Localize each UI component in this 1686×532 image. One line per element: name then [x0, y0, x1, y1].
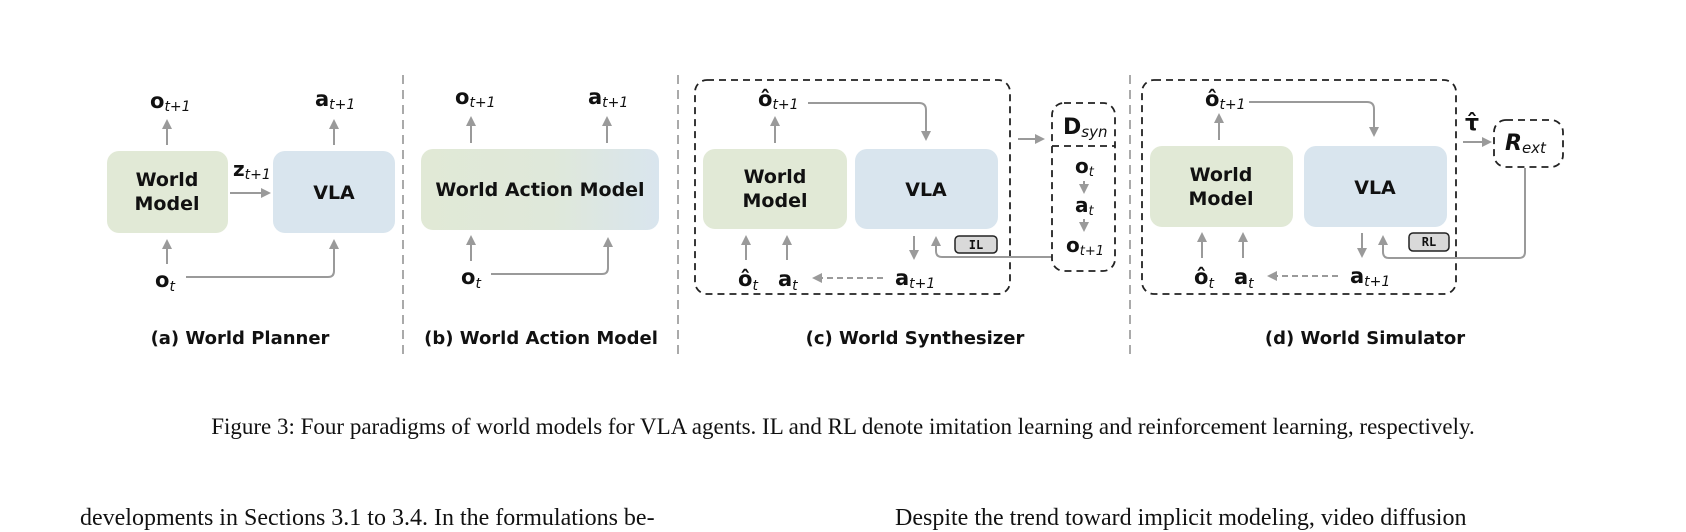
next-observation-label: ot+1	[455, 85, 496, 111]
trajectory-label: τ̂	[1465, 111, 1479, 136]
arrow-to-vla	[1249, 101, 1379, 137]
world-model-label-line2: Model	[135, 193, 200, 215]
badge-label: RL	[1422, 235, 1436, 249]
panel-caption: (a) World Planner	[151, 328, 330, 349]
panel-world-action-model: World Action Model ot+1 at+1 ot (b) Worl…	[421, 85, 659, 349]
predicted-observation-label: ôt	[738, 267, 758, 294]
current-observation-label: ot	[461, 265, 481, 292]
dataset-item: ot+1	[1066, 233, 1104, 259]
world-model-box	[1150, 146, 1293, 227]
panel-caption: (d) World Simulator	[1265, 328, 1465, 349]
body-text-left-column: developments in Sections 3.1 to 3.4. In …	[80, 505, 655, 531]
next-action-label: at+1	[1350, 264, 1390, 290]
vla-label: VLA	[313, 182, 355, 204]
arrow-to-vla	[808, 102, 931, 141]
world-action-model-box	[421, 149, 659, 230]
arrow-reward-feedback	[1378, 168, 1526, 259]
dataset-label: Dsyn	[1063, 115, 1107, 141]
action-label: at	[1234, 265, 1254, 292]
arrow-from-dataset	[931, 236, 1052, 258]
external-reward-label: Rext	[1505, 131, 1547, 157]
vla-label: VLA	[905, 179, 947, 201]
next-observation-label: ot+1	[150, 89, 191, 115]
world-model-label-line1: World	[136, 169, 199, 191]
predicted-next-observation-label: ôt+1	[758, 87, 799, 113]
imitation-learning-badge	[954, 235, 998, 254]
panel-caption: (b) World Action Model	[424, 328, 658, 349]
rollout-frame	[694, 79, 1011, 295]
panel-world-simulator: World Model VLA ôt+1 ôt at at+1 RL τ̂ Re…	[1141, 79, 1564, 349]
vla-label: VLA	[1354, 177, 1396, 199]
world-model-label-line1: World	[1190, 164, 1253, 186]
dataset-item: ot	[1075, 154, 1095, 180]
panel-world-planner: World Model VLA ot+1 at+1 zt+1 ot (a) Wo…	[107, 87, 395, 349]
world-model-label-line2: Model	[1189, 188, 1254, 210]
world-model-label-line2: Model	[743, 190, 808, 212]
rollout-frame	[1141, 79, 1457, 295]
arrow-skip	[491, 237, 613, 275]
predicted-observation-label: ôt	[1194, 265, 1214, 292]
current-observation-label: ot	[155, 268, 175, 295]
arrow-skip-to-vla	[186, 239, 339, 278]
vla-box	[1304, 146, 1447, 227]
panel-world-synthesizer: World Model VLA ôt+1 ôt at at+1 IL Dsyn …	[694, 79, 1116, 349]
badge-label: IL	[969, 238, 983, 252]
body-text-right-column: Despite the trend toward implicit modeli…	[895, 505, 1467, 531]
world-model-box	[107, 151, 228, 233]
next-action-label: at+1	[895, 266, 935, 292]
figure-caption: Figure 3: Four paradigms of world models…	[211, 414, 1475, 439]
latent-label: zt+1	[233, 157, 271, 183]
dataset-item: at	[1075, 193, 1095, 219]
vla-box	[273, 151, 395, 233]
panel-caption: (c) World Synthesizer	[806, 328, 1025, 349]
predicted-next-observation-label: ôt+1	[1205, 87, 1246, 113]
vla-box	[855, 149, 998, 229]
next-action-label: at+1	[588, 85, 628, 111]
synthetic-dataset-box	[1051, 102, 1116, 272]
next-action-label: at+1	[315, 87, 355, 113]
external-reward-box	[1493, 119, 1564, 168]
world-action-model-label: World Action Model	[435, 179, 644, 201]
world-model-box	[703, 149, 847, 229]
world-model-label-line1: World	[744, 166, 807, 188]
action-label: at	[778, 267, 798, 294]
world-model-paradigms-diagram: World Model VLA ot+1 at+1 zt+1 ot (a) Wo…	[107, 75, 1564, 355]
reinforcement-learning-badge	[1408, 232, 1450, 252]
